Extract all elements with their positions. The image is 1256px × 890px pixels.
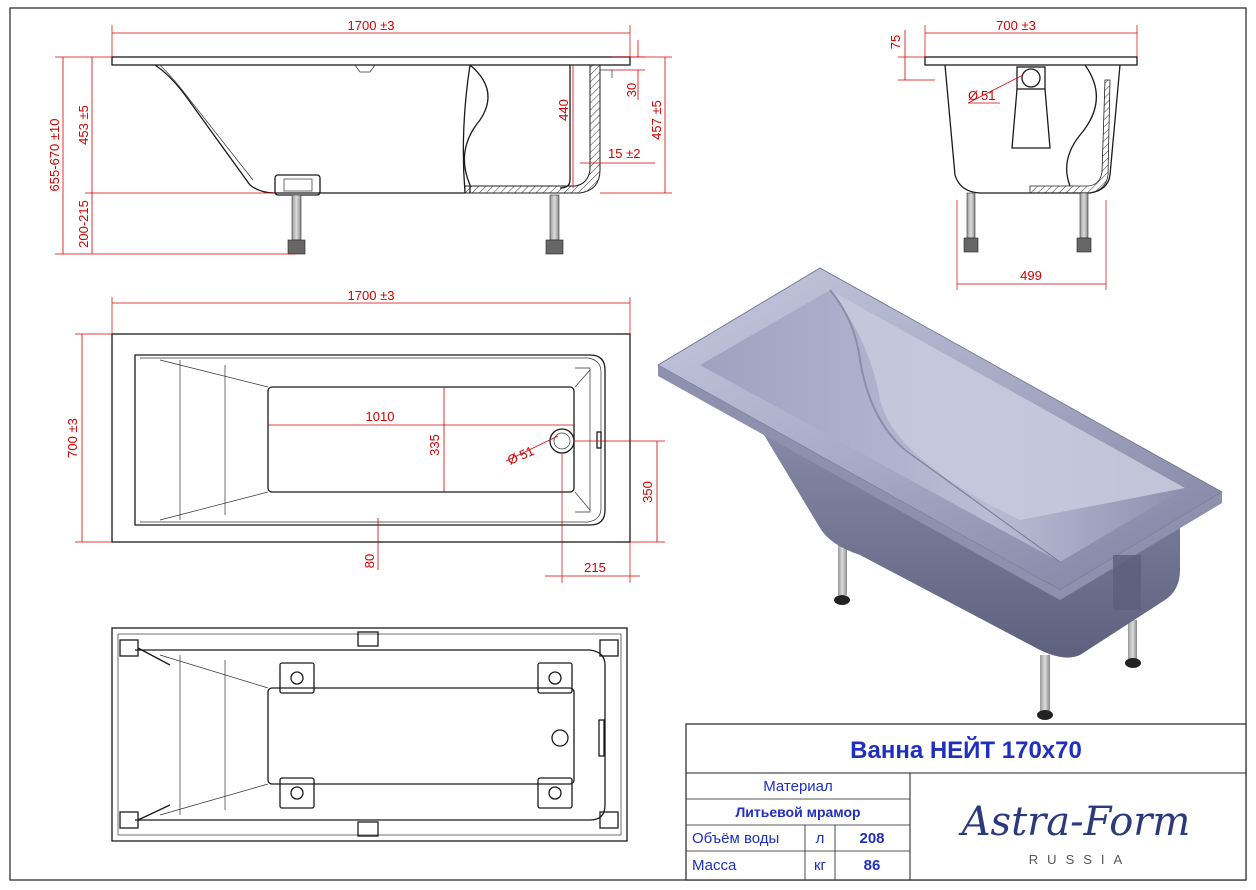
bottom-leg-brackets: [279, 662, 573, 809]
bottom-view: [111, 627, 628, 842]
top-bottom-length-dim: 1010: [366, 409, 395, 424]
material-label: Материал: [763, 778, 833, 795]
end-view: 700 ±3 75 Ø 51 499: [888, 18, 1138, 290]
side-body-height-dim: 453 ±5: [76, 105, 91, 145]
side-total-height-dim: 655-670 ±10: [47, 119, 62, 192]
end-drain-dim: 51: [981, 88, 995, 103]
volume-label: Объём воды: [692, 830, 779, 847]
top-drain-side-dim: 350: [640, 481, 655, 503]
top-length-dim: 1700 ±3: [348, 288, 395, 303]
bottom-clips: [119, 631, 619, 837]
end-width-dim: 700 ±3: [996, 18, 1036, 33]
side-wall-thickness-dim: 15 ±2: [608, 146, 640, 161]
brand-logo-subtitle: RUSSIA: [1029, 852, 1131, 867]
top-drain-end-dim: 215: [584, 560, 606, 575]
top-drain-dim: 51: [517, 443, 536, 463]
top-bottom-width-dim: 335: [427, 434, 442, 456]
top-rim-offset-dim: 80: [362, 554, 377, 568]
drawing-title: Ванна НЕЙТ 170х70: [850, 736, 1082, 764]
end-drain-dim-symbol: Ø: [968, 88, 978, 103]
side-view: 1700 ±3 655-670 ±10 453 ±5 200-215 440 3…: [47, 18, 672, 255]
side-depth-dim: 440: [556, 99, 571, 121]
volume-unit: л: [816, 830, 825, 847]
bathtub-3d-render: [657, 267, 1223, 720]
side-leg-height-dim: 200-215: [76, 200, 91, 248]
side-rim-offset-dim: 30: [624, 83, 639, 97]
mass-unit: кг: [814, 857, 827, 874]
end-rim-height-dim: 75: [888, 35, 903, 49]
side-length-dim: 1700 ±3: [348, 18, 395, 33]
mass-label: Масса: [692, 857, 737, 874]
volume-value: 208: [859, 830, 884, 847]
brand-logo: Astra-Form: [958, 799, 1191, 845]
top-view: 1700 ±3 700 ±3 1010 335 Ø 51 350 215 80: [65, 288, 665, 583]
mass-value: 86: [864, 857, 881, 874]
title-block: Ванна НЕЙТ 170х70 Материал Литьевой мрам…: [685, 723, 1247, 881]
end-leg-spacing-dim: 499: [1020, 268, 1042, 283]
side-overall-height-dim: 457 ±5: [649, 100, 664, 140]
material-value: Литьевой мрамор: [735, 804, 860, 820]
sheet-border: [9, 7, 1247, 881]
top-width-dim: 700 ±3: [65, 418, 80, 458]
